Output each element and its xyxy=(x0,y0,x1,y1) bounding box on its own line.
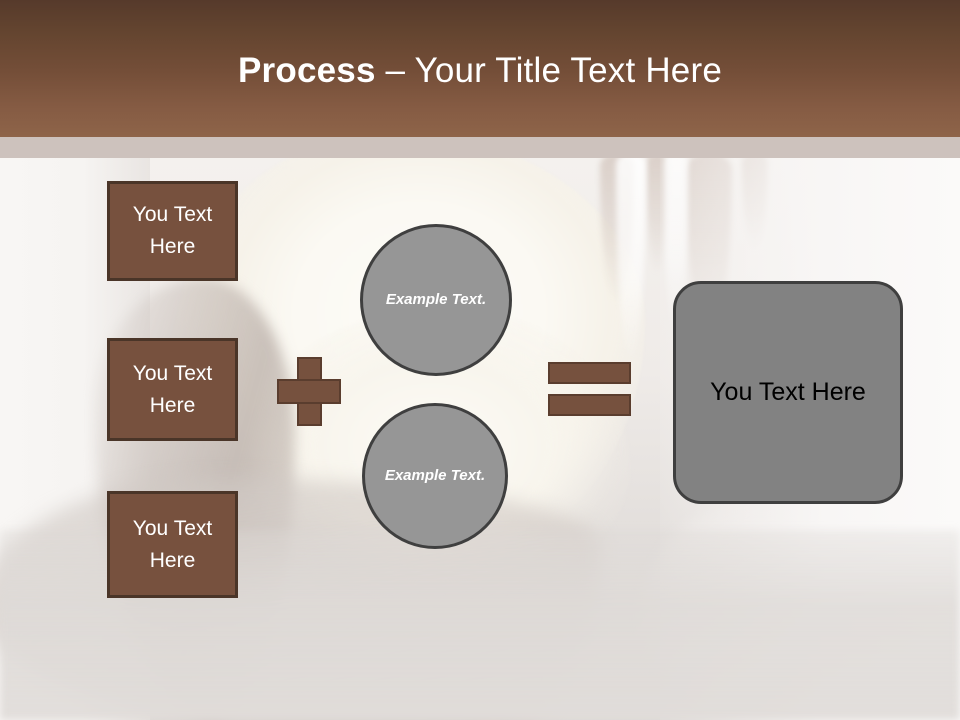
example-circle-1-label: Example Text. xyxy=(385,291,487,308)
step-box-3[interactable]: You Text Here xyxy=(107,491,238,598)
page-title: Process – Your Title Text Here xyxy=(0,50,960,92)
example-circle-2[interactable]: Example Text. xyxy=(362,403,508,549)
step-box-1-label: You Text Here xyxy=(132,203,213,258)
step-box-1[interactable]: You Text Here xyxy=(107,181,238,281)
step-box-2[interactable]: You Text Here xyxy=(107,338,238,441)
result-box[interactable]: You Text Here xyxy=(673,281,903,504)
example-circle-1[interactable]: Example Text. xyxy=(360,224,512,376)
page-title-rest: – Your Title Text Here xyxy=(375,51,722,90)
equals-icon xyxy=(548,362,631,416)
result-box-label: You Text Here xyxy=(710,378,866,406)
header-accent-band xyxy=(0,137,960,158)
header-bar: Process – Your Title Text Here xyxy=(0,0,960,137)
equals-icon-top-bar xyxy=(548,362,631,384)
plus-icon-center xyxy=(299,381,320,402)
page-title-strong: Process xyxy=(238,51,376,90)
step-box-3-label: You Text Here xyxy=(132,516,213,572)
example-circle-2-label: Example Text. xyxy=(384,467,486,484)
plus-icon xyxy=(277,357,341,426)
equals-icon-bottom-bar xyxy=(548,394,631,416)
step-box-2-label: You Text Here xyxy=(132,361,213,417)
